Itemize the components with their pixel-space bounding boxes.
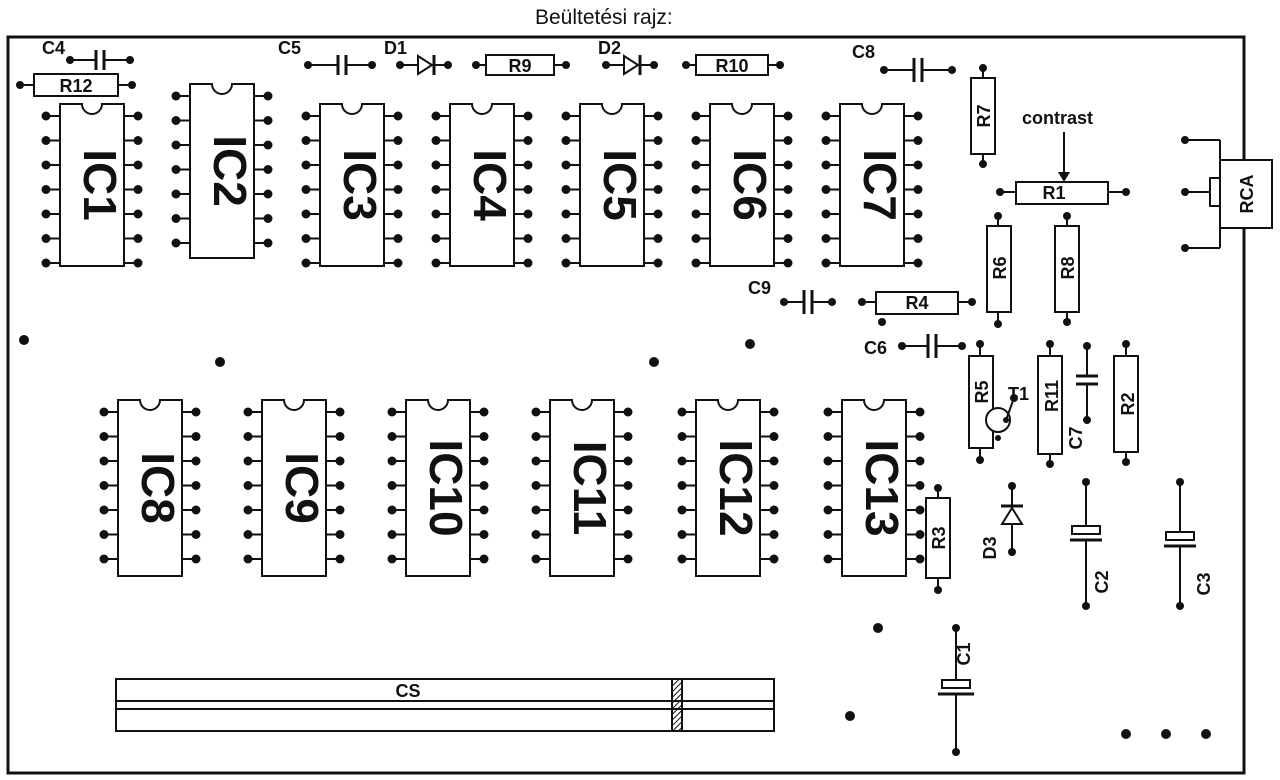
potentiometer-r1: R1 — [996, 132, 1130, 205]
c6-label: C6 — [864, 338, 887, 358]
ic-ic11-label: IC11 — [564, 441, 616, 536]
d1-label: D1 — [384, 38, 407, 58]
ic-ic2: IC2 — [171, 83, 273, 259]
capacitor-c3: C3 — [1164, 478, 1214, 610]
capacitor-c4: C4 — [42, 38, 134, 70]
r6-label: R6 — [990, 256, 1010, 279]
c8-label: C8 — [852, 42, 875, 62]
capacitor-c9: C9 — [748, 278, 836, 314]
resistor-r8: R8 — [1054, 212, 1080, 326]
ic-ic1: IC1 — [41, 103, 143, 268]
capacitor-c5: C5 — [278, 38, 376, 75]
ic-ic8-label: IC8 — [132, 452, 184, 524]
r3-label: R3 — [929, 526, 949, 549]
ic-ic4-label: IC4 — [464, 149, 516, 221]
ic-ic4: IC4 — [431, 103, 533, 268]
ic-ic5-label: IC5 — [594, 149, 646, 221]
ic-ic13-label: IC13 — [856, 439, 908, 536]
r7-label: R7 — [974, 104, 994, 127]
ic-ic3: IC3 — [301, 103, 403, 268]
page-title: Beültetési rajz: — [535, 6, 673, 29]
cs-connector: CS — [115, 678, 775, 732]
r10-label: R10 — [715, 56, 748, 76]
ic-ic6: IC6 — [691, 103, 793, 268]
rca-label: RCA — [1237, 175, 1257, 214]
ic-ic2-label: IC2 — [204, 135, 256, 207]
ic-row-bottom: IC8 IC9 IC10 IC11 IC12 IC13 — [99, 399, 925, 577]
ic-row-top: IC1 IC2 IC3 IC4 IC5 IC6 IC7 — [41, 83, 923, 268]
ic-ic13: IC13 — [823, 399, 925, 577]
c5-label: C5 — [278, 38, 301, 58]
c7-label: C7 — [1066, 426, 1086, 449]
resistor-r6: R6 — [986, 212, 1012, 328]
ic-ic11: IC11 — [531, 399, 633, 577]
cs-label: CS — [395, 681, 420, 701]
ic-ic10: IC10 — [387, 399, 489, 577]
r9-label: R9 — [508, 56, 531, 76]
ic-ic10-label: IC10 — [420, 439, 472, 536]
resistor-r7: R7 — [970, 64, 996, 168]
ic-ic3-label: IC3 — [334, 149, 386, 221]
c1-label: C1 — [954, 642, 974, 665]
ic-ic12-label: IC12 — [710, 439, 762, 536]
d2-label: D2 — [598, 38, 621, 58]
transistor-t1: T1 — [985, 384, 1029, 441]
r2-label: R2 — [1118, 392, 1138, 415]
r4-label: R4 — [905, 293, 928, 313]
diode-d1: D1 — [384, 38, 452, 76]
r11-label: R11 — [1042, 380, 1062, 412]
board-outline — [6, 35, 1246, 775]
diode-d2: D2 — [598, 38, 658, 76]
resistor-r12: R12 — [16, 73, 136, 97]
ic-ic9-label: IC9 — [276, 452, 328, 524]
resistor-r10: R10 — [682, 54, 784, 76]
r1-label: R1 — [1042, 183, 1065, 203]
capacitor-c7: C7 — [1066, 342, 1098, 450]
ic-ic8: IC8 — [99, 399, 201, 577]
resistor-r3: R3 — [925, 484, 951, 594]
capacitor-c6: C6 — [864, 334, 966, 358]
resistor-r9: R9 — [472, 54, 570, 76]
resistor-r4: R4 — [858, 291, 976, 326]
c9-label: C9 — [748, 278, 771, 298]
t1-label: T1 — [1008, 384, 1029, 404]
d3-label: D3 — [980, 536, 1000, 559]
ic-ic9: IC9 — [243, 399, 345, 577]
ic-ic7-label: IC7 — [854, 149, 906, 221]
ic-ic6-label: IC6 — [724, 149, 776, 221]
resistor-r2: R2 — [1113, 340, 1139, 466]
capacitor-c1: C1 — [938, 624, 974, 756]
r8-label: R8 — [1058, 256, 1078, 279]
c3-label: C3 — [1194, 572, 1214, 595]
c2-label: C2 — [1092, 570, 1112, 593]
ic-ic7: IC7 — [821, 103, 923, 268]
r12-label: R12 — [59, 76, 92, 96]
capacitor-c2: C2 — [1070, 478, 1112, 610]
r5-label: R5 — [972, 380, 992, 403]
ic-ic1-label: IC1 — [74, 149, 126, 221]
rca-connector: RCA — [1181, 136, 1273, 252]
mounting-pads — [19, 335, 1211, 739]
resistor-r5: R5 — [968, 340, 994, 464]
c4-label: C4 — [42, 38, 65, 58]
ic-ic5: IC5 — [561, 103, 663, 268]
ic-ic12: IC12 — [677, 399, 779, 577]
resistor-r11: R11 — [1037, 340, 1063, 468]
capacitor-c8: C8 — [852, 42, 956, 82]
contrast-label: contrast — [1022, 108, 1093, 128]
diode-d3: D3 — [980, 482, 1024, 560]
